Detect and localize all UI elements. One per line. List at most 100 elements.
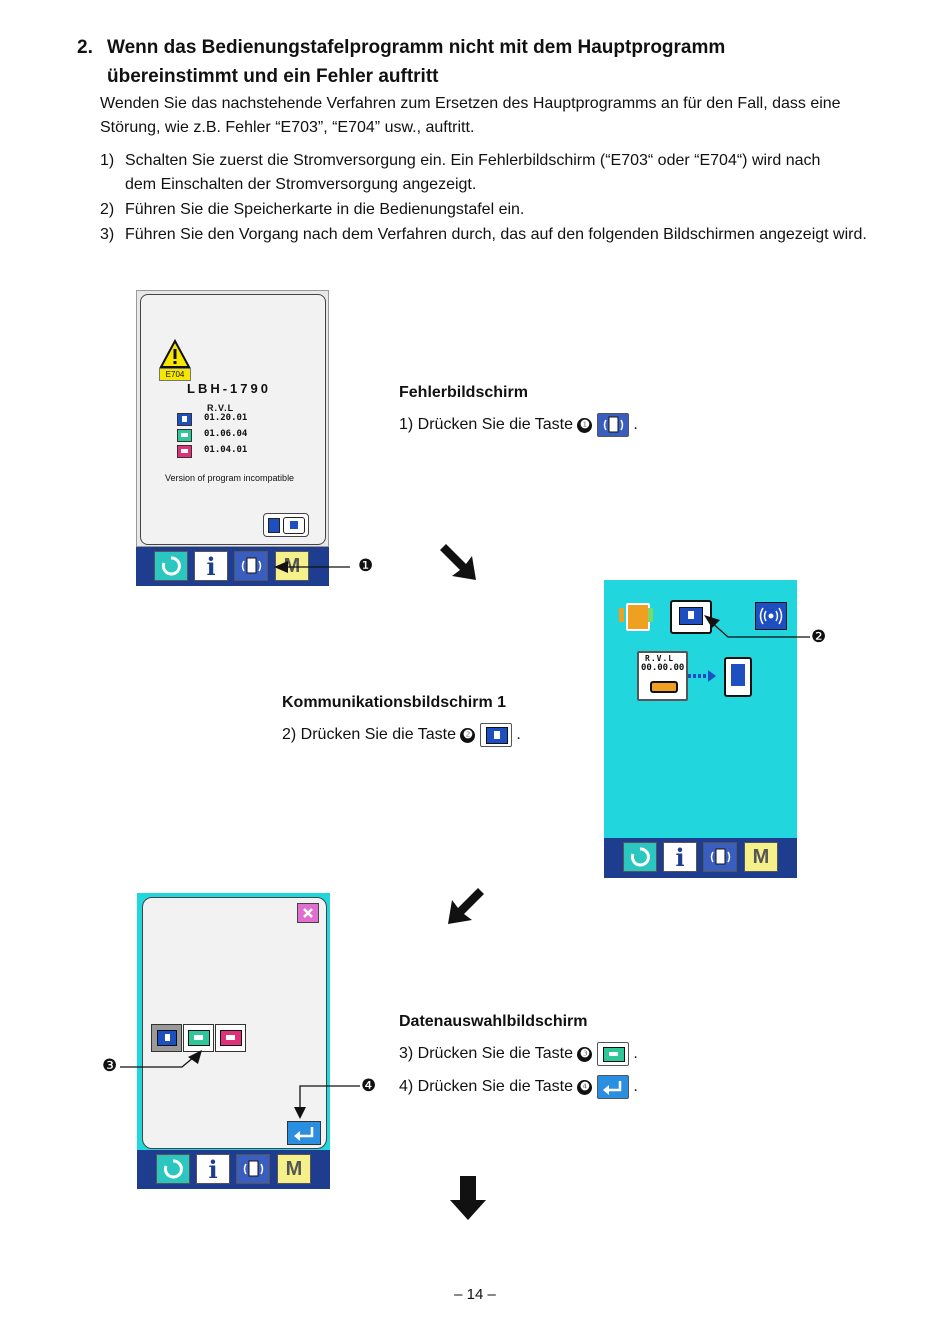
wireless-key[interactable] <box>755 602 787 630</box>
main-program-select-key[interactable] <box>183 1024 214 1052</box>
rvl-label: R.V.L <box>207 403 235 413</box>
callout-3-marker: ❸ <box>102 1056 118 1075</box>
communication-icon <box>603 416 624 433</box>
card-slot-icon <box>650 681 678 693</box>
close-icon <box>303 908 313 918</box>
refresh-icon <box>163 1159 183 1179</box>
rvl-label-comm: R.V.L <box>645 654 675 663</box>
card-signal-left <box>619 608 624 622</box>
callout-4-leader <box>294 1085 360 1119</box>
caption-1-instruction: 1) Drücken Sie die Taste <box>399 416 574 434</box>
caption-data-screen-line4: 4) Drücken Sie die Taste ❹ . <box>399 1075 638 1099</box>
transfer-arrow-icon <box>688 670 716 682</box>
refresh-icon <box>630 847 650 867</box>
refresh-key[interactable] <box>156 1154 190 1184</box>
step-3-text: Führen Sie den Vorgang nach dem Verfahre… <box>125 226 867 243</box>
panel-program-icon <box>177 413 192 426</box>
communication-screen: R.V.L 00.00.00 <box>604 580 797 838</box>
caption-comm-screen-title: Kommunikationsbildschirm 1 <box>282 694 507 711</box>
arrow-down-icon <box>450 1176 486 1220</box>
caption-error-screen-title: Fehlerbildschirm <box>399 384 528 401</box>
page-number: – 14 – <box>454 1286 496 1303</box>
enter-icon <box>602 1081 622 1095</box>
caption-data-screen-title: Datenauswahlbildschirm <box>399 1013 588 1030</box>
refresh-key[interactable] <box>623 842 657 872</box>
communication-key-inline <box>596 413 629 437</box>
step-2-number: 2) <box>100 201 115 218</box>
arrow-down-right-icon <box>440 544 476 580</box>
version-servo: 01.04.01 <box>204 445 248 455</box>
intro-line1: Wenden Sie das nachstehende Verfahren zu… <box>100 95 841 112</box>
callout-2-leader <box>704 615 810 638</box>
step-1-text-cont: dem Einschalten der Stromversorgung ange… <box>125 176 477 193</box>
communication-key[interactable] <box>236 1154 270 1184</box>
caption-3-instruction: 3) Drücken Sie die Taste <box>399 1045 574 1063</box>
enter-key[interactable] <box>287 1121 321 1145</box>
intro-line2: Störung, wie z.B. Fehler “E703”, “E704” … <box>100 119 475 136</box>
incompatible-message: Version of program incompatible <box>165 473 295 483</box>
caption-4-end: . <box>633 1078 638 1096</box>
callout-1-marker: ❶ <box>358 556 374 575</box>
main-program-icon <box>177 429 192 442</box>
caption-4-marker: ❹ <box>577 1080 593 1096</box>
mode-key[interactable]: M <box>277 1154 311 1184</box>
communication-icon <box>710 848 731 865</box>
panel-program-key[interactable] <box>670 600 712 634</box>
panel-program-select-key[interactable] <box>151 1024 182 1052</box>
mode-key[interactable]: M <box>744 842 778 872</box>
step-3-number: 3) <box>100 226 115 243</box>
caption-error-screen-text: 1) Drücken Sie die Taste ❶ . <box>399 413 638 437</box>
caption-4-instruction: 4) Drücken Sie die Taste <box>399 1078 574 1096</box>
refresh-icon <box>161 556 181 576</box>
main-program-key-inline <box>596 1042 629 1066</box>
close-button[interactable] <box>297 903 319 923</box>
step-1-text: Schalten Sie zuerst die Stromversorgung … <box>125 152 821 169</box>
error-code-badge: E704 <box>159 368 191 381</box>
arrow-down-left-icon <box>448 888 484 924</box>
section-title-line2: übereinstimmt und ein Fehler auftritt <box>107 66 439 87</box>
mode-key[interactable]: M <box>275 551 309 581</box>
caption-data-screen-line3: 3) Drücken Sie die Taste ❸ . <box>399 1042 638 1066</box>
enter-key-inline <box>596 1075 629 1099</box>
comm-key-small[interactable] <box>263 513 309 537</box>
communication-icon <box>241 557 262 574</box>
callout-1-leader <box>274 561 350 573</box>
card-signal-right <box>648 608 653 622</box>
caption-2-end: . <box>516 726 521 744</box>
enter-icon <box>294 1127 314 1141</box>
caption-3-marker: ❸ <box>577 1047 593 1063</box>
callout-2-marker: ❷ <box>811 627 827 646</box>
communication-key[interactable] <box>234 551 268 581</box>
panel-program-key-inline <box>479 723 512 747</box>
section-title-line1: Wenn das Bedienungstafelprogramm nicht m… <box>107 37 726 58</box>
communication-icon <box>243 1160 264 1177</box>
data-selection-bottom-bar: i M <box>137 1150 330 1189</box>
communication-key[interactable] <box>703 842 737 872</box>
memory-card-icon <box>626 603 650 631</box>
step-2-text: Führen Sie die Speicherkarte in die Bedi… <box>125 201 525 218</box>
version-panel: 01.20.01 <box>204 413 248 423</box>
wireless-icon <box>759 607 783 625</box>
info-key[interactable]: i <box>663 842 697 872</box>
servo-program-icon <box>177 445 192 458</box>
caption-comm-screen-text: 2) Drücken Sie die Taste ❷ . <box>282 723 521 747</box>
communication-screen-bottom-bar: i M <box>604 838 797 878</box>
caption-2-marker: ❷ <box>460 728 476 744</box>
error-screen: E704 LBH-1790 R.V.L 01.20.01 01.06.04 01… <box>136 290 329 547</box>
servo-program-select-key[interactable] <box>215 1024 246 1052</box>
info-key[interactable]: i <box>196 1154 230 1184</box>
caption-2-instruction: 2) Drücken Sie die Taste <box>282 726 457 744</box>
refresh-key[interactable] <box>154 551 188 581</box>
callout-3-leader <box>120 1050 202 1068</box>
caption-1-end: . <box>633 416 638 434</box>
info-key[interactable]: i <box>194 551 228 581</box>
panel-target-icon <box>724 657 752 697</box>
callout-4-marker: ❹ <box>361 1076 377 1095</box>
warning-icon <box>159 339 191 368</box>
model-name: LBH-1790 <box>187 381 271 396</box>
version-main: 01.06.04 <box>204 429 248 439</box>
section-number: 2. <box>77 37 93 58</box>
error-screen-panel <box>140 294 326 545</box>
rvl-card-key[interactable]: R.V.L 00.00.00 <box>637 651 688 701</box>
step-1-number: 1) <box>100 152 115 169</box>
